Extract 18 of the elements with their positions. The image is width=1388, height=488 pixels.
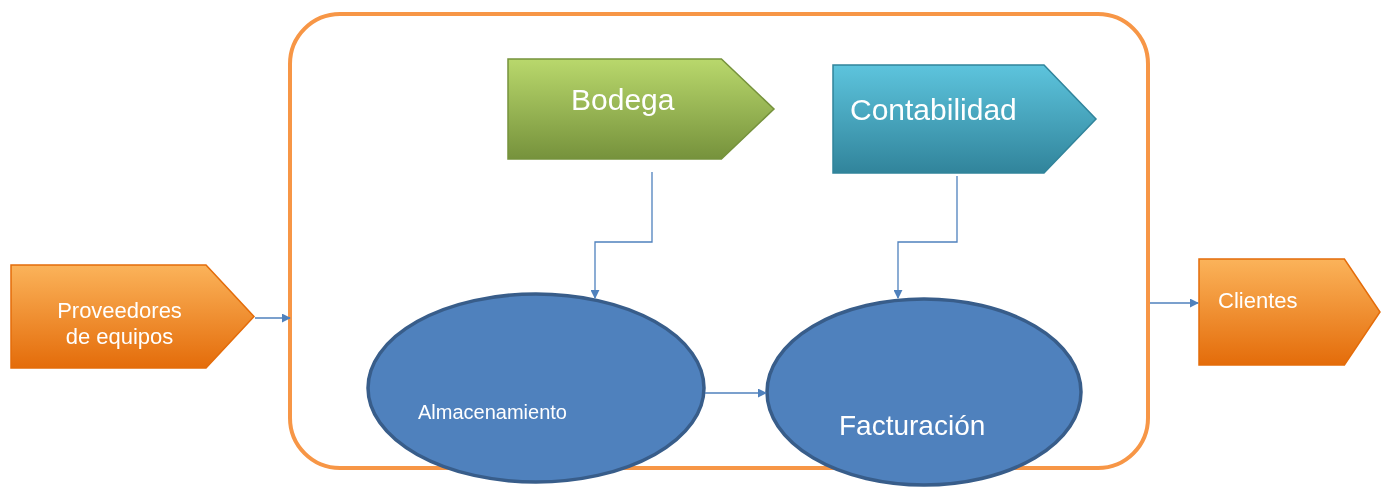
process-ellipse xyxy=(765,297,1083,487)
node-label: Contabilidad xyxy=(850,92,1018,128)
pentagon-arrow-shape xyxy=(832,64,1097,174)
node-label: Bodega xyxy=(571,82,676,118)
connector-arrow xyxy=(254,313,291,323)
connector-arrow xyxy=(893,175,958,299)
node-label: Facturación xyxy=(839,409,987,443)
node-label: Almacenamiento xyxy=(418,400,568,424)
connector-arrow xyxy=(590,171,653,299)
process-frame xyxy=(288,12,1150,470)
pentagon-arrow-shape xyxy=(507,58,775,160)
connector-arrow xyxy=(704,388,767,398)
node-label: Proveedores de equipos xyxy=(56,298,183,351)
connector-arrow xyxy=(1149,298,1199,308)
pentagon-arrow-shape xyxy=(1198,258,1381,366)
pentagon-arrow-shape xyxy=(10,264,255,369)
process-ellipse xyxy=(366,292,706,484)
node-label: Clientes xyxy=(1218,288,1299,315)
